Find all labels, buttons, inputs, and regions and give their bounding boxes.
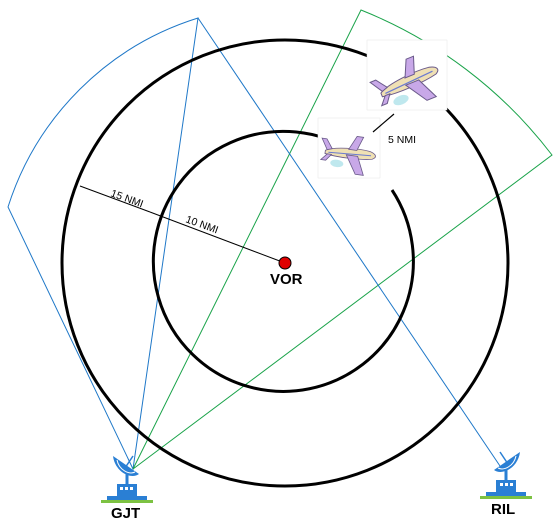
vor-label: VOR	[270, 271, 303, 288]
radius-line-15nmi	[79, 185, 151, 213]
outer-ring-15nmi	[60, 38, 510, 488]
station-label-gjt: GJT	[111, 505, 140, 521]
vor-marker	[278, 256, 292, 270]
label-10nmi: 10 NMI	[184, 214, 220, 237]
label-15nmi: 15 NMI	[109, 188, 145, 211]
radar-dish-icon	[100, 455, 154, 504]
radius-line-10nmi	[149, 211, 286, 264]
station-label-ril: RIL	[491, 501, 515, 518]
ril-coverage-edge-blue	[197, 17, 501, 467]
gjt-coverage-sector	[7, 17, 199, 471]
inner-ring-10nmi	[151, 129, 415, 393]
label-5nmi: 5 NMI	[388, 134, 416, 146]
radar-dish-icon	[479, 451, 533, 500]
separation-line-5nmi	[372, 113, 395, 133]
ril-coverage-sector	[132, 9, 553, 470]
